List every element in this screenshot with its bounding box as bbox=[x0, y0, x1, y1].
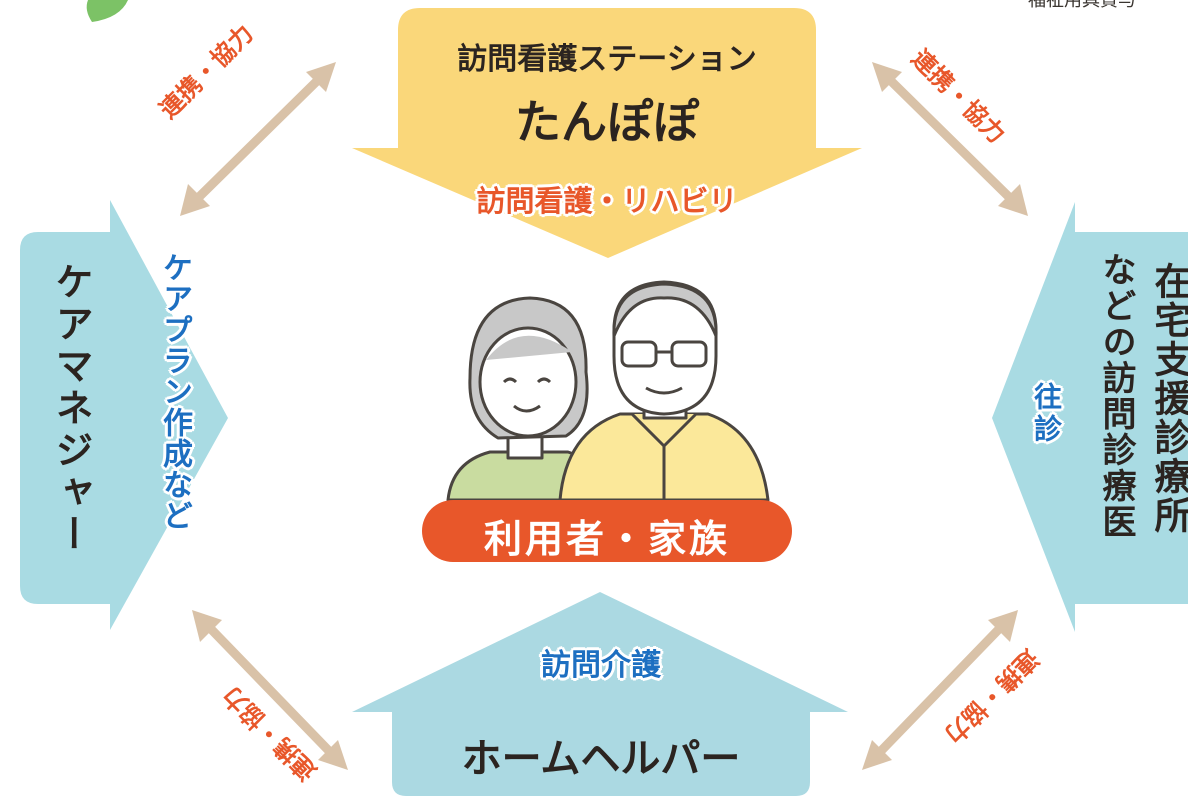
connector-bottom-right bbox=[862, 610, 1018, 770]
care-manager-arrow bbox=[20, 200, 228, 630]
care-manager-role: ケアマネジャー bbox=[49, 262, 93, 556]
man-head bbox=[612, 280, 718, 416]
man-hair bbox=[612, 282, 718, 338]
clinic-service: 往診 bbox=[1030, 382, 1063, 446]
nurse-station-service: 訪問看護・リハビリ bbox=[476, 184, 738, 218]
clinic-name-line2: などの訪問診療医 bbox=[1096, 252, 1136, 540]
nurse-station-name: 訪問看護ステーション bbox=[457, 42, 757, 77]
nurse-station-brand: たんぽぽ bbox=[515, 95, 699, 149]
home-helper-house bbox=[352, 592, 848, 796]
elderly-couple-illustration bbox=[446, 280, 770, 502]
nurse-station-arrow bbox=[352, 8, 862, 258]
connector-bottom-left bbox=[192, 610, 348, 770]
connector-top-left bbox=[180, 62, 336, 216]
home-helper-role: ホームヘルパー bbox=[461, 736, 741, 782]
leaf-icon bbox=[86, 0, 128, 22]
center-user-family-pill bbox=[422, 500, 792, 562]
center-label: 利用者・家族 bbox=[483, 517, 730, 561]
clinic-name-line1: 在宅支援診療所 bbox=[1148, 262, 1188, 535]
clinic-arrow bbox=[992, 202, 1188, 632]
home-helper-service: 訪問介護 bbox=[541, 648, 661, 683]
connector-top-right bbox=[872, 62, 1028, 216]
top-right-fragment-text: 福祉用具貸与 bbox=[1028, 0, 1136, 11]
care-manager-service: ケアプラン作成など bbox=[157, 252, 192, 531]
